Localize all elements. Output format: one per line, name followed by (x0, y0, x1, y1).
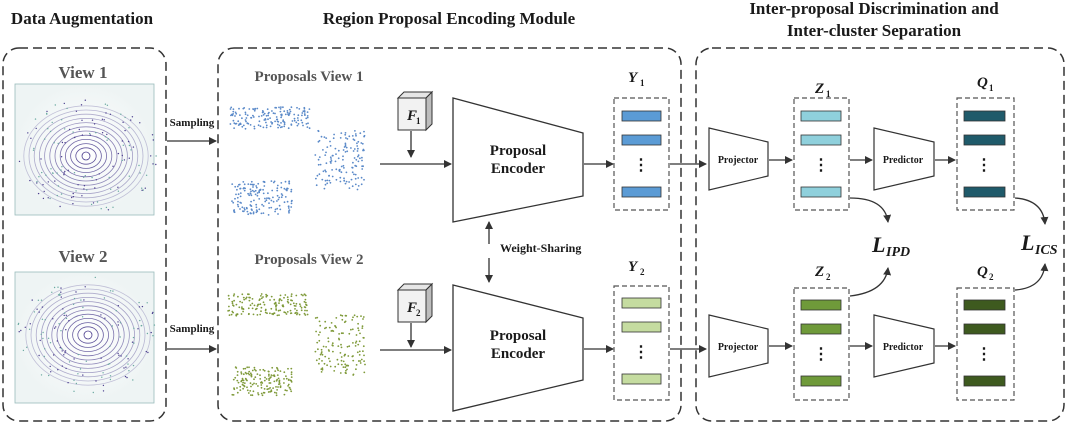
sampling-label-2: Sampling (170, 323, 215, 335)
q1-vector: ⋮ (956, 97, 1015, 211)
z1-to-lipd-arrow (849, 197, 892, 223)
predictor1-label: Predictor (883, 155, 924, 166)
panel-data-augmentation (2, 47, 167, 422)
svg-text:L: L (1020, 230, 1034, 255)
f2-label: F (406, 300, 417, 316)
svg-text:1: 1 (640, 78, 645, 88)
svg-text:1: 1 (826, 89, 831, 99)
y1-cell (621, 110, 662, 122)
f2-sub: 2 (416, 308, 421, 318)
q2-cell (963, 375, 1006, 387)
q1-label: Q 1 (977, 75, 994, 93)
z1-cell (800, 110, 842, 122)
svg-text:2: 2 (640, 267, 645, 277)
projector-1: Projector (708, 127, 769, 191)
q2-cell (963, 299, 1006, 311)
svg-text:Y: Y (628, 259, 639, 275)
section-title-inter-line2: Inter-cluster Separation (787, 21, 962, 40)
q1-cell (963, 134, 1006, 146)
svg-text:Q: Q (977, 264, 988, 280)
q1-cell (963, 186, 1006, 198)
svg-text:Q: Q (977, 75, 988, 91)
weight-sharing-label: Weight-Sharing (500, 241, 581, 255)
lidar-view2-image (14, 271, 156, 404)
q1-cell (963, 110, 1006, 122)
q2-cell (963, 323, 1006, 335)
section-title-inter-line1: Inter-proposal Discrimination and (749, 0, 999, 18)
y2-label: Y 2 (628, 259, 645, 277)
svg-text:ICS: ICS (1034, 243, 1058, 258)
predictor-2: Predictor (873, 314, 935, 378)
z1-cell (800, 134, 842, 146)
view2-label: View 2 (59, 247, 108, 266)
proposals-view1-pointclouds (229, 106, 366, 216)
predictor-1: Predictor (873, 127, 935, 191)
svg-text:2: 2 (989, 272, 994, 282)
predictor2-label: Predictor (883, 342, 924, 353)
svg-text:Z: Z (814, 81, 824, 97)
svg-text:L: L (871, 232, 885, 257)
y2-ellipsis: ⋮ (633, 344, 649, 361)
z1-vector: ⋮ (793, 97, 850, 211)
loss-ics: L ICS (1020, 230, 1058, 258)
q1-to-lics-arrow (1014, 197, 1049, 225)
q1-ellipsis: ⋮ (976, 157, 992, 174)
panel-region-proposal (217, 47, 682, 422)
z2-cell (800, 375, 842, 387)
y1-ellipsis: ⋮ (633, 157, 649, 174)
y1-cell (621, 186, 662, 198)
q2-ellipsis: ⋮ (976, 346, 992, 363)
section-title-region-proposal: Region Proposal Encoding Module (323, 9, 576, 28)
proposal-encoder-1: Proposal Encoder (452, 97, 584, 223)
z1-ellipsis: ⋮ (813, 157, 829, 174)
y2-cell (621, 373, 662, 385)
proposals-view2-label: Proposals View 2 (255, 252, 364, 268)
lidar-view1-image (14, 83, 157, 216)
f1-sub: 1 (416, 116, 421, 126)
svg-text:Z: Z (814, 264, 824, 280)
svg-text:1: 1 (989, 83, 994, 93)
proposals-view2-pointclouds (227, 293, 366, 397)
y1-cell (621, 134, 662, 146)
loss-ipd: L IPD (871, 232, 910, 260)
q2-vector: ⋮ (956, 287, 1015, 401)
projector-2: Projector (708, 314, 769, 378)
z2-cell (800, 323, 842, 335)
f1-label: F (406, 108, 417, 124)
feature-cube-f1: F 1 (396, 90, 434, 132)
view1-label: View 1 (59, 63, 108, 82)
svg-text:2: 2 (826, 272, 831, 282)
y1-label: Y 1 (628, 70, 645, 88)
projector2-label: Projector (718, 342, 759, 353)
encoder2-line1: Proposal (490, 328, 546, 344)
z2-vector: ⋮ (793, 287, 850, 401)
encoder2-line2: Encoder (491, 346, 546, 362)
svg-text:Y: Y (628, 70, 639, 86)
z2-to-lipd-arrow (849, 267, 892, 297)
encoder1-line1: Proposal (490, 143, 546, 159)
encoder1-line2: Encoder (491, 161, 546, 177)
sampling-label-1: Sampling (170, 117, 215, 129)
y2-vector: ⋮ (613, 285, 670, 401)
feature-cube-f2: F 2 (396, 282, 434, 324)
z1-cell (800, 186, 842, 198)
q2-to-lics-arrow (1014, 263, 1049, 291)
panel-inter-proposal (695, 47, 1065, 422)
q2-label: Q 2 (977, 264, 994, 282)
z1-label: Z 1 (814, 81, 831, 99)
proposal-encoder-2: Proposal Encoder (452, 284, 584, 412)
z2-cell (800, 299, 842, 311)
svg-text:IPD: IPD (885, 245, 910, 260)
z2-label: Z 2 (814, 264, 831, 282)
y2-cell (621, 321, 662, 333)
y2-cell (621, 297, 662, 309)
y1-vector: ⋮ (613, 97, 670, 211)
section-title-data-augmentation: Data Augmentation (11, 9, 154, 28)
z2-ellipsis: ⋮ (813, 346, 829, 363)
proposals-view1-label: Proposals View 1 (255, 69, 364, 85)
projector1-label: Projector (718, 155, 759, 166)
